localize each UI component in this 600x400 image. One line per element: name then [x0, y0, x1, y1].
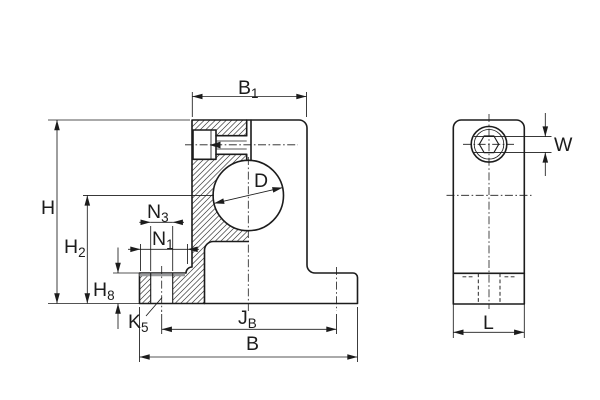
internal-step-edge: [203, 240, 250, 305]
front-view: B1 H H2 H8 N3: [41, 77, 359, 362]
bolt-hole-walls: [150, 273, 174, 304]
dim-label-k5: K5: [128, 311, 149, 335]
dimension-h8: H8: [93, 247, 141, 329]
dim-label-h2: H2: [64, 236, 86, 260]
dim-label-w: W: [554, 134, 573, 156]
section-hatch: [139, 120, 249, 304]
dim-label-jb: JB: [238, 307, 257, 331]
hidden-bolt-hole-lines: [462, 273, 516, 304]
dimension-n1: N1: [128, 228, 199, 271]
dimension-d: D: [213, 170, 283, 204]
dim-label-h: H: [41, 197, 55, 219]
dim-label-n3: N3: [147, 201, 169, 225]
dimension-k5: K5: [128, 297, 163, 335]
dim-label-h8: H8: [93, 279, 115, 303]
dim-label-l: L: [483, 312, 494, 334]
dimension-b1: B1: [191, 77, 307, 117]
screw-thread-lines: [216, 140, 247, 150]
dimension-w: W: [474, 113, 573, 176]
dimension-h2: H2: [64, 194, 214, 304]
k5-leader-line: [145, 297, 163, 317]
dimension-n3: N3: [139, 201, 184, 271]
side-outline: [452, 119, 526, 305]
slit-walls: [245, 119, 252, 162]
dim-label-b1: B1: [238, 77, 259, 101]
dim-label-d: D: [254, 170, 268, 192]
dimension-l: L: [452, 304, 525, 338]
dimension-jb: JB: [161, 307, 337, 334]
dim-label-n1: N1: [152, 228, 174, 252]
front-outline: [138, 119, 359, 305]
side-view: W L: [446, 113, 573, 338]
dim-label-b: B: [246, 333, 259, 355]
dimension-h: H: [41, 119, 190, 304]
dimension-b: B: [139, 307, 358, 362]
